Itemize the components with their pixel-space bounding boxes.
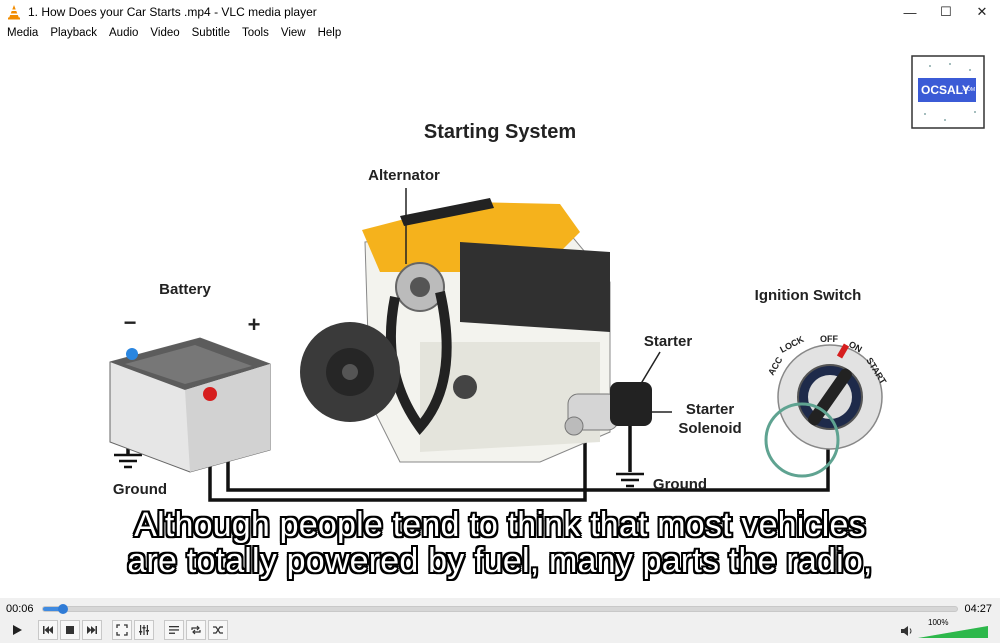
fullscreen-button[interactable] bbox=[112, 620, 132, 640]
battery: Battery − + bbox=[109, 281, 271, 473]
logo-suffix: .COM bbox=[962, 87, 975, 93]
volume-control[interactable]: 100% bbox=[900, 618, 990, 640]
volume-percent: 100% bbox=[928, 618, 949, 627]
volume-slider[interactable] bbox=[918, 626, 988, 638]
engine bbox=[362, 198, 611, 463]
extended-settings-button[interactable] bbox=[134, 620, 154, 640]
ocsaly-logo: OCSALY .COM bbox=[911, 55, 985, 129]
vlc-cone-icon bbox=[8, 5, 20, 20]
seek-handle[interactable] bbox=[58, 604, 69, 614]
starter-solenoid-label-2: Solenoid bbox=[678, 420, 741, 437]
starter-motor bbox=[564, 382, 652, 436]
play-icon bbox=[13, 625, 22, 635]
cooling-fan bbox=[300, 322, 400, 422]
video-area[interactable]: OCSALY .COM Starting System bbox=[0, 42, 1000, 598]
menu-media[interactable]: Media bbox=[7, 27, 39, 39]
total-time: 04:27 bbox=[964, 603, 992, 615]
window-title: 1. How Does your Car Starts .mp4 - VLC m… bbox=[28, 5, 317, 19]
menu-help[interactable]: Help bbox=[317, 27, 342, 39]
play-button[interactable] bbox=[4, 619, 30, 641]
starter-solenoid-label-1: Starter bbox=[686, 401, 735, 418]
seek-bar[interactable] bbox=[42, 604, 958, 614]
starting-system-diagram: OCSALY .COM Starting System bbox=[109, 55, 985, 502]
battery-label: Battery bbox=[159, 281, 211, 298]
next-button[interactable] bbox=[82, 620, 102, 640]
previous-icon bbox=[43, 626, 53, 634]
ground-label-left: Ground bbox=[113, 481, 167, 498]
close-button[interactable]: ✕ bbox=[976, 4, 988, 19]
menu-bar: Media Playback Audio Video Subtitle Tool… bbox=[0, 24, 1000, 42]
stop-icon bbox=[66, 626, 74, 634]
menu-subtitle[interactable]: Subtitle bbox=[191, 27, 230, 39]
playback-controls: 00:06 04:27 bbox=[0, 598, 1000, 643]
stop-button[interactable] bbox=[60, 620, 80, 640]
subtitle-line-2: are totally powered by fuel, many parts … bbox=[127, 542, 873, 580]
minimize-button[interactable]: — bbox=[903, 4, 917, 20]
loop-button[interactable] bbox=[186, 620, 206, 640]
shuffle-button[interactable] bbox=[208, 620, 228, 640]
ground-label-right: Ground bbox=[653, 476, 707, 493]
shuffle-icon bbox=[213, 626, 223, 634]
playlist-button[interactable] bbox=[164, 620, 184, 640]
maximize-button[interactable]: ☐ bbox=[940, 4, 952, 19]
ignition-switch-label: Ignition Switch bbox=[755, 287, 862, 304]
menu-audio[interactable]: Audio bbox=[109, 27, 139, 39]
alternator-label: Alternator bbox=[368, 167, 440, 184]
logo-text: OCSALY bbox=[921, 83, 970, 97]
ground-symbol-right bbox=[616, 472, 644, 488]
menu-playback[interactable]: Playback bbox=[50, 27, 97, 39]
menu-video[interactable]: Video bbox=[150, 27, 180, 39]
playlist-icon bbox=[169, 626, 179, 634]
battery-plus: + bbox=[248, 312, 261, 337]
volume-level bbox=[918, 626, 988, 638]
title-bar: 1. How Does your Car Starts .mp4 - VLC m… bbox=[0, 0, 1000, 24]
speaker-icon[interactable] bbox=[900, 624, 914, 638]
next-icon bbox=[87, 626, 97, 634]
fullscreen-icon bbox=[116, 624, 128, 636]
diagram-title: Starting System bbox=[424, 121, 576, 143]
menu-tools[interactable]: Tools bbox=[242, 27, 269, 39]
menu-view[interactable]: View bbox=[280, 27, 306, 39]
seek-progress bbox=[43, 607, 64, 611]
elapsed-time: 00:06 bbox=[6, 603, 34, 615]
ground-symbol-left bbox=[114, 453, 142, 469]
switch-acc: ACC bbox=[766, 355, 785, 377]
switch-off: OFF bbox=[820, 334, 838, 344]
ignition-switch: Ignition Switch ACC LOCK OFF ON START bbox=[755, 287, 889, 478]
subtitle-line-1: Although people tend to think that most … bbox=[134, 506, 866, 544]
previous-button[interactable] bbox=[38, 620, 58, 640]
equalizer-icon bbox=[139, 625, 149, 635]
loop-icon bbox=[191, 625, 201, 635]
battery-minus: − bbox=[124, 310, 137, 335]
switch-lock: LOCK bbox=[778, 334, 806, 355]
starter-label: Starter bbox=[644, 333, 693, 350]
